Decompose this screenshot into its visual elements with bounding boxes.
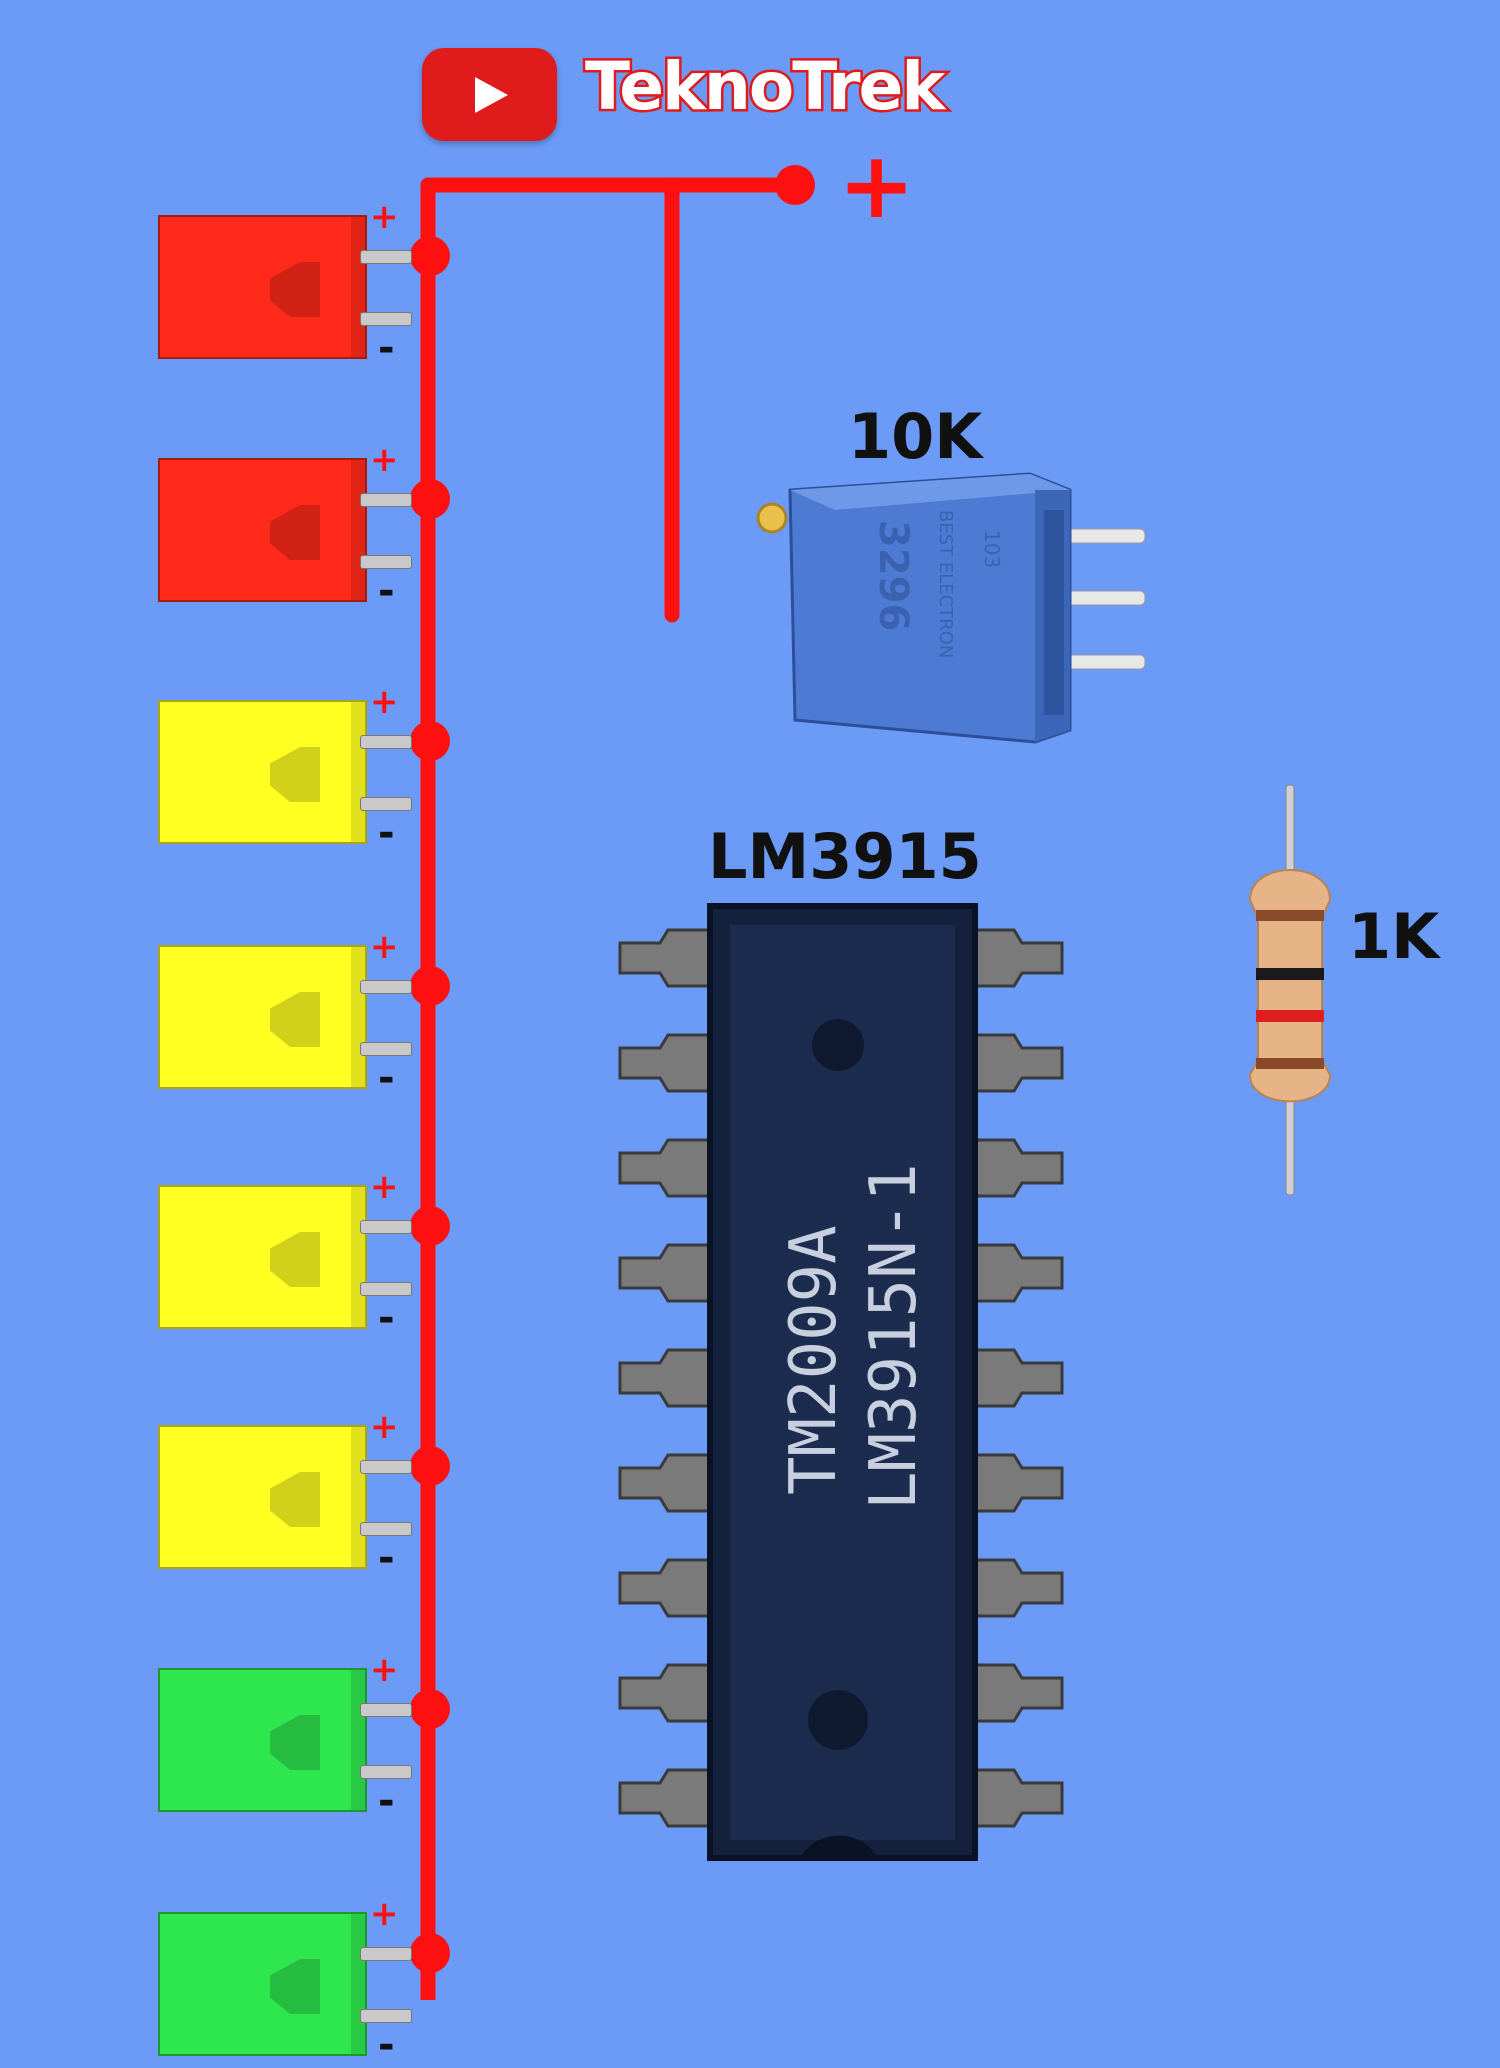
led-body (158, 1668, 367, 1812)
led-minus-label: - (378, 325, 395, 371)
supply-terminal (775, 165, 815, 205)
led-minus-label: - (378, 1055, 395, 1101)
led-anode-lead (360, 493, 412, 507)
led-cathode-lead (360, 2009, 412, 2023)
led-plus-label: + (370, 927, 399, 967)
led-minus-label: - (378, 1535, 395, 1581)
led-die (270, 992, 320, 1047)
led-anode-lead (360, 1703, 412, 1717)
youtube-play-icon (422, 48, 557, 141)
led-junction-dot (410, 1933, 450, 1973)
led-plus-label: + (370, 1894, 399, 1934)
wiring (410, 165, 815, 2000)
led-cathode-lead (360, 1282, 412, 1296)
led-cathode-lead (360, 1042, 412, 1056)
led-junction-dot (410, 236, 450, 276)
led-body (158, 700, 367, 844)
led-cathode-lead (360, 797, 412, 811)
led-junction-dot (410, 721, 450, 761)
led-minus-label: - (378, 568, 395, 614)
led-junction-dot (410, 966, 450, 1006)
led-body (158, 215, 367, 359)
led-plus-label: + (370, 1407, 399, 1447)
led-anode-lead (360, 1947, 412, 1961)
led-cathode-lead (360, 1522, 412, 1536)
led-anode-lead (360, 980, 412, 994)
led-anode-lead (360, 735, 412, 749)
led-minus-label: - (378, 2022, 395, 2068)
led-cathode-lead (360, 312, 412, 326)
led-cathode-lead (360, 555, 412, 569)
led-die (270, 1232, 320, 1287)
led-anode-lead (360, 250, 412, 264)
led-minus-label: - (378, 1778, 395, 1824)
channel-name: TeknoTrek (582, 46, 947, 128)
led-cathode-lead (360, 1765, 412, 1779)
led-plus-label: + (370, 1167, 399, 1207)
led-die (270, 262, 320, 317)
led-minus-label: - (378, 810, 395, 856)
led-anode-lead (360, 1460, 412, 1474)
led-plus-label: + (370, 440, 399, 480)
led-body (158, 458, 367, 602)
circuit-diagram: TeknoTrek + 10K LM3915 1K 3296 BEST ELEC… (158, 46, 1440, 2068)
led-die (270, 1959, 320, 2014)
led-die (270, 1472, 320, 1527)
led-junction-dot (410, 1206, 450, 1246)
ic-label: LM3915 (708, 820, 982, 893)
led-body (158, 1425, 367, 1569)
positive-rail (420, 177, 795, 2000)
potentiometer-label: 10K (848, 400, 983, 473)
led-anode-lead (360, 1220, 412, 1234)
led-junction-dot (410, 1446, 450, 1486)
led-body (158, 1912, 367, 2056)
led-body (158, 945, 367, 1089)
led-die (270, 505, 320, 560)
resistor-label: 1K (1348, 900, 1440, 973)
led-plus-label: + (370, 682, 399, 722)
led-die (270, 747, 320, 802)
led-plus-label: + (370, 1650, 399, 1690)
led-plus-label: + (370, 197, 399, 237)
supply-positive-label: + (838, 132, 916, 239)
led-body (158, 1185, 367, 1329)
led-die (270, 1715, 320, 1770)
led-junction-dot (410, 479, 450, 519)
led-junction-dot (410, 1689, 450, 1729)
led-minus-label: - (378, 1295, 395, 1341)
